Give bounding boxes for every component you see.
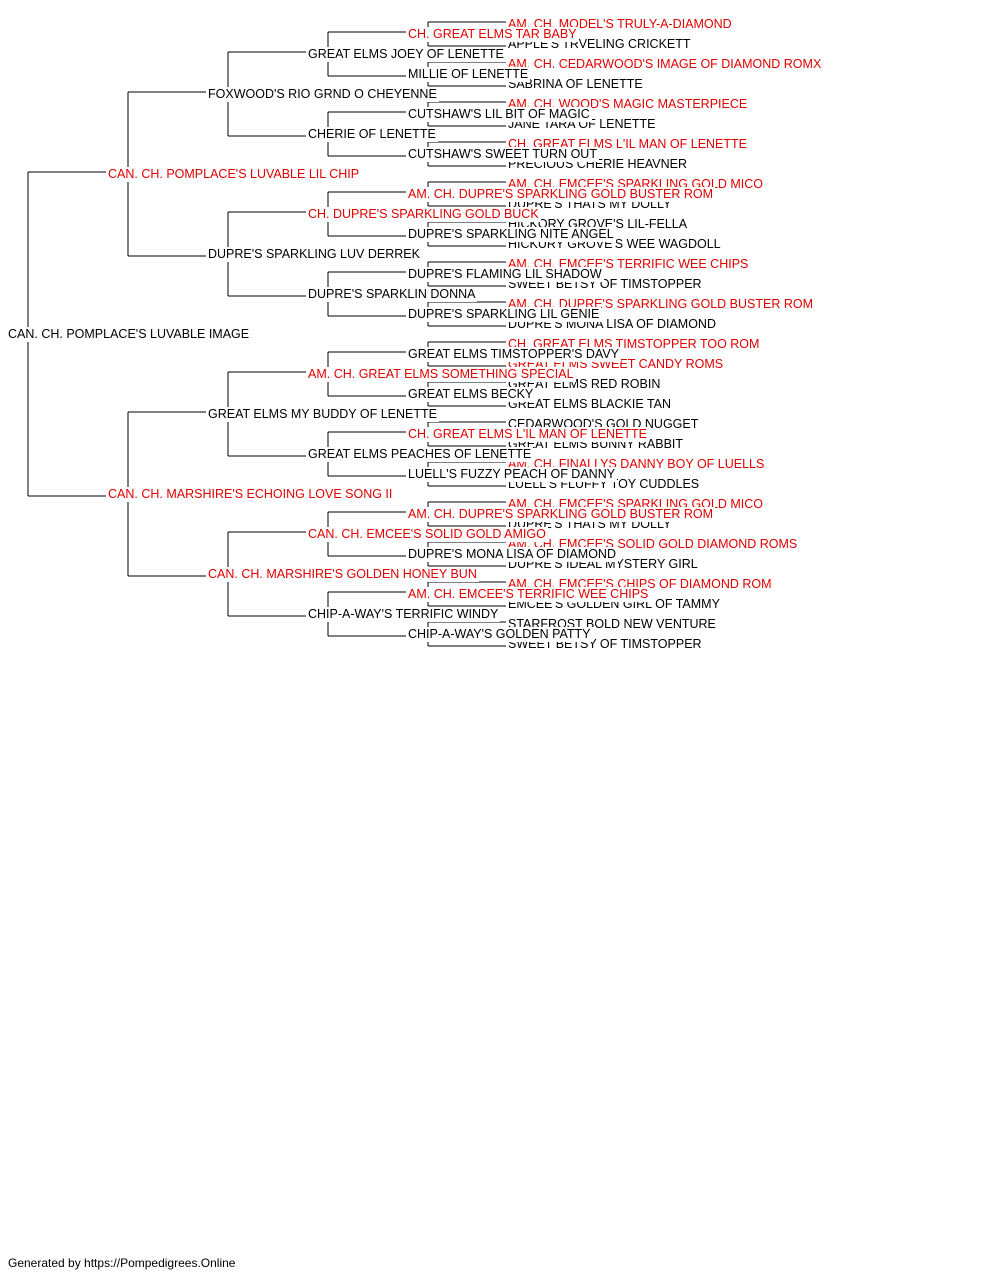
pedigree-entry-gen4: CHIP-A-WAY'S GOLDEN PATTY bbox=[408, 626, 593, 642]
pedigree-entry-gen4: CH. GREAT ELMS TAR BABY bbox=[408, 26, 579, 42]
pedigree-entry-gen4: MILLIE OF LENETTE bbox=[408, 66, 531, 82]
pedigree-entry-gen4: GREAT ELMS BECKY bbox=[408, 386, 536, 402]
pedigree-entry-gen4: AM. CH. DUPRE'S SPARKLING GOLD BUSTER RO… bbox=[408, 506, 715, 522]
pedigree-entry-gen4: LUELL'S FUZZY PEACH OF DANNY bbox=[408, 466, 618, 482]
pedigree-entry-gen2: CAN. CH. MARSHIRE'S GOLDEN HONEY BUN bbox=[208, 566, 479, 582]
pedigree-entry-gen4: CUTSHAW'S LIL BIT OF MAGIC bbox=[408, 106, 592, 122]
pedigree-entry-gen2: GREAT ELMS MY BUDDY OF LENETTE bbox=[208, 406, 439, 422]
pedigree-entry-gen4: DUPRE'S SPARKLING NITE ANGEL bbox=[408, 226, 616, 242]
pedigree-entry-gen3: DUPRE'S SPARKLIN DONNA bbox=[308, 286, 478, 302]
pedigree-entry-gen3: CH. DUPRE'S SPARKLING GOLD BUCK bbox=[308, 206, 541, 222]
pedigree-entry-gen4: DUPRE'S SPARKLING LIL GENIE bbox=[408, 306, 602, 322]
pedigree-entry-gen4: CUTSHAW'S SWEET TURN OUT bbox=[408, 146, 599, 162]
pedigree-entry-gen3: CHIP-A-WAY'S TERRIFIC WINDY bbox=[308, 606, 501, 622]
pedigree-entry-gen0: CAN. CH. POMPLACE'S LUVABLE IMAGE bbox=[8, 326, 252, 342]
pedigree-entry-gen4: GREAT ELMS TIMSTOPPER'S DAVY bbox=[408, 346, 622, 362]
pedigree-entry-gen5: AM. CH. CEDARWOOD'S IMAGE OF DIAMOND ROM… bbox=[508, 56, 824, 72]
pedigree-entry-gen4: CH. GREAT ELMS L'IL MAN OF LENETTE bbox=[408, 426, 650, 442]
pedigree-entry-gen2: FOXWOOD'S RIO GRND O CHEYENNE bbox=[208, 86, 439, 102]
pedigree-entry-gen3: AM. CH. GREAT ELMS SOMETHING SPECIAL bbox=[308, 366, 576, 382]
pedigree-entry-gen4: DUPRE'S MONA LISA OF DIAMOND bbox=[408, 546, 618, 562]
generated-by-footer: Generated by https://Pompedigrees.Online bbox=[8, 1256, 236, 1270]
pedigree-entry-gen3: CAN. CH. EMCEE'S SOLID GOLD AMIGO bbox=[308, 526, 548, 542]
pedigree-entry-gen4: AM. CH. DUPRE'S SPARKLING GOLD BUSTER RO… bbox=[408, 186, 715, 202]
pedigree-entry-gen2: DUPRE'S SPARKLING LUV DERREK bbox=[208, 246, 422, 262]
pedigree-entry-gen3: CHERIE OF LENETTE bbox=[308, 126, 438, 142]
pedigree-entry-gen1: CAN. CH. POMPLACE'S LUVABLE LIL CHIP bbox=[108, 166, 362, 182]
pedigree-entry-gen3: GREAT ELMS PEACHES OF LENETTE bbox=[308, 446, 534, 462]
pedigree-entry-gen4: AM. CH. EMCEE'S TERRIFIC WEE CHIPS bbox=[408, 586, 651, 602]
pedigree-entry-gen3: GREAT ELMS JOEY OF LENETTE bbox=[308, 46, 506, 62]
pedigree-entry-gen4: DUPRE'S FLAMING LIL SHADOW bbox=[408, 266, 604, 282]
pedigree-entry-gen5: SABRINA OF LENETTE bbox=[508, 76, 645, 92]
pedigree-entry-gen1: CAN. CH. MARSHIRE'S ECHOING LOVE SONG II bbox=[108, 486, 395, 502]
pedigree-entry-gen5: GREAT ELMS BLACKIE TAN bbox=[508, 396, 674, 412]
